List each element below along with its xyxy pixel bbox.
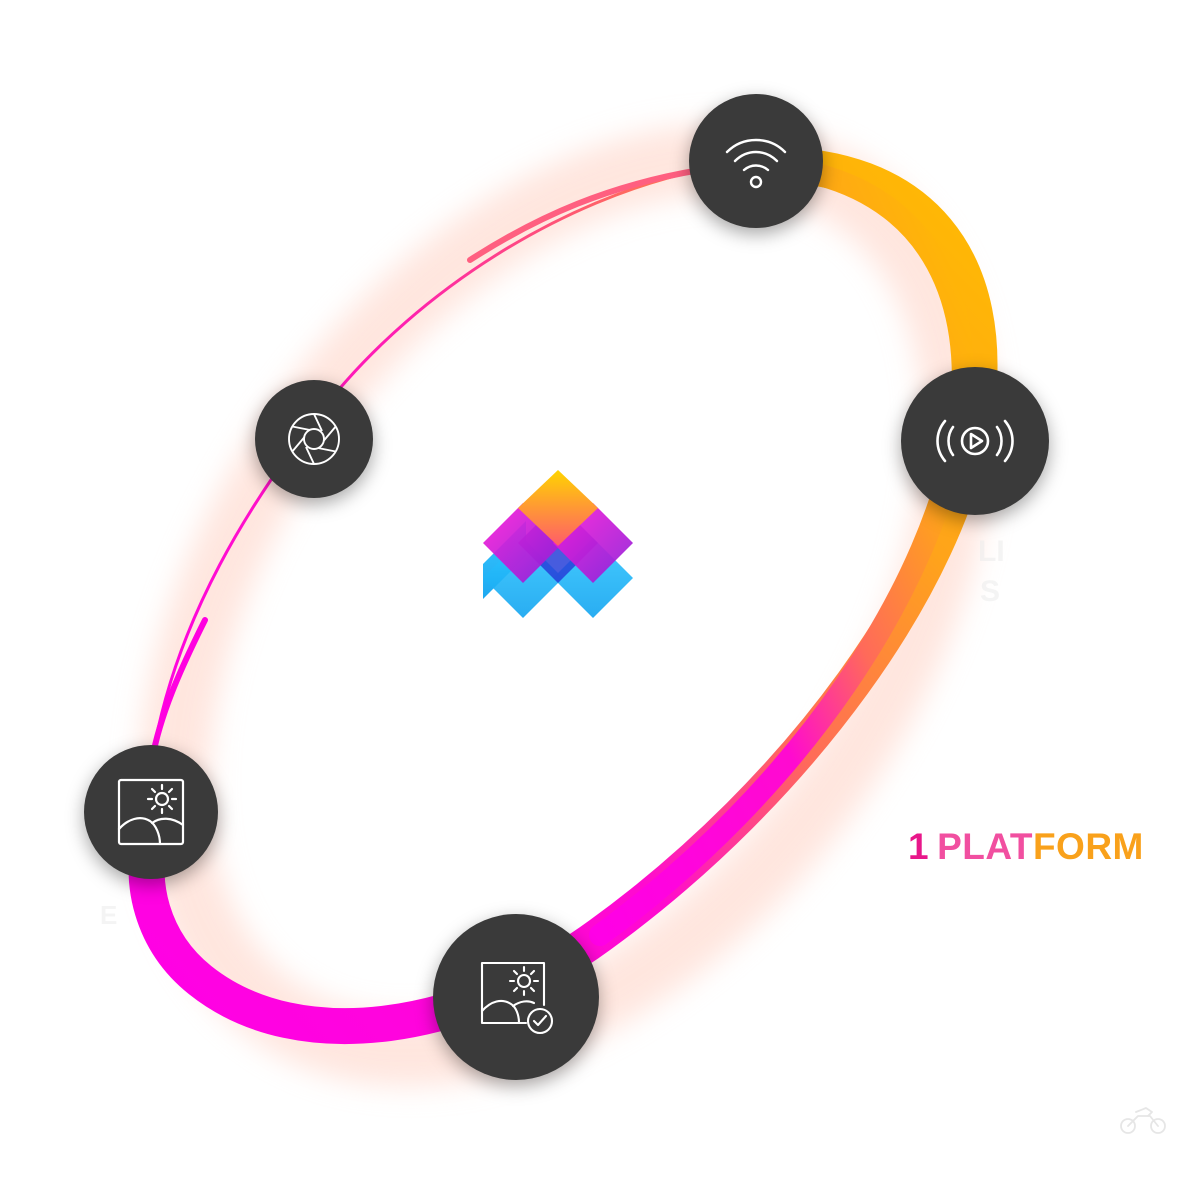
ring-thin-line-left: [149, 617, 208, 763]
landscape-image-icon: [117, 778, 185, 846]
faint-label-right-1: LI: [978, 535, 1005, 568]
wifi-node: [689, 94, 823, 228]
image-node: [84, 745, 218, 879]
motorcycle-icon: [1120, 1107, 1166, 1134]
headline-number: 1: [908, 826, 930, 867]
faint-label-left: E: [100, 900, 118, 930]
camera-aperture-icon: [288, 413, 340, 465]
faint-label-right-2: S: [980, 575, 1001, 608]
layered-diamond-logo: [483, 470, 633, 618]
broadcast-play-icon: [936, 419, 1014, 463]
image-check-node: [433, 914, 599, 1080]
headline-word-part-2: FORM: [1032, 826, 1144, 867]
wifi-icon: [725, 138, 787, 189]
image-approved-icon: [480, 961, 554, 1035]
headline-word-part-1: PLAT: [937, 826, 1033, 867]
stream-node: [901, 367, 1049, 515]
aperture-node: [255, 380, 373, 498]
ring-thin-line-top: [467, 167, 703, 263]
